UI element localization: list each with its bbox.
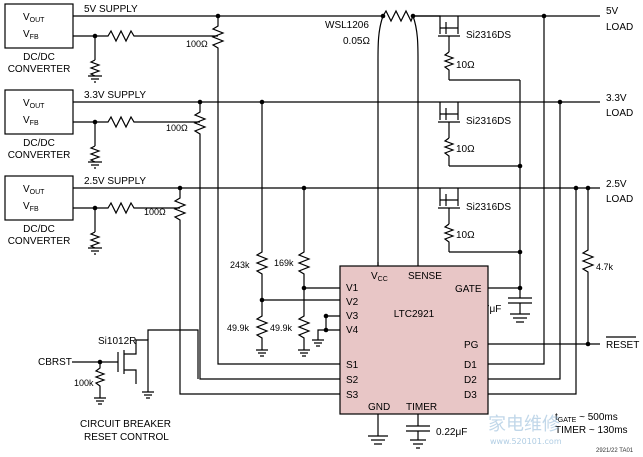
converter-2v5: VOUT VFB DC/DC CONVERTER xyxy=(4,175,74,247)
mosfet-part: Si2316DS xyxy=(466,30,511,41)
wire-s2 xyxy=(199,148,340,380)
divider-r1-label: 243k xyxy=(230,260,250,270)
sense-pin-label: SENSE xyxy=(408,271,442,282)
divider-r3-label: 49.9k xyxy=(227,323,250,333)
ic-name: LTC2921 xyxy=(394,309,435,320)
feedback-3v3: 100Ω xyxy=(73,99,207,169)
timing-timer: TIMER ~ 130ms xyxy=(555,425,628,436)
mosfet-3: Si2316DS 10Ω xyxy=(438,188,520,253)
gate-pin-label: GATE xyxy=(455,284,482,295)
wire-d3 xyxy=(488,188,577,395)
vout-label: VOUT xyxy=(23,184,45,196)
divider-r2-label: 169k xyxy=(274,258,294,268)
reset-label: RESET xyxy=(606,340,639,351)
timing-gate: tGATE ~ 500ms xyxy=(555,412,618,424)
gate-res-label: 10Ω xyxy=(456,144,475,155)
converter-3v3: VOUT VFB DC/DC CONVERTER xyxy=(4,89,74,161)
vfb-label: VFB xyxy=(23,115,39,127)
converter-box xyxy=(4,3,74,49)
v2-pin-label: V2 xyxy=(346,297,359,308)
converter-box xyxy=(4,175,74,221)
load-voltage: 3.3V xyxy=(606,93,627,104)
converter-line2: CONVERTER xyxy=(8,64,71,75)
v1-pin-label: V1 xyxy=(346,283,359,294)
supply-label: 2.5V SUPPLY xyxy=(84,176,146,187)
pg-pin-label: PG xyxy=(464,340,479,351)
wire-s1 xyxy=(217,62,340,365)
load-label: LOAD xyxy=(606,194,633,205)
divider-r4-label: 49.9k xyxy=(270,323,293,333)
converter-line2: CONVERTER xyxy=(8,150,71,161)
ic-body xyxy=(339,265,489,415)
converter-line2: CONVERTER xyxy=(8,236,71,247)
watermark-cn: 家电维修 xyxy=(488,414,560,435)
mosfet-part: Si2316DS xyxy=(466,116,511,127)
rail-3v3: 3.3V SUPPLY xyxy=(73,90,600,103)
pullup-resistor xyxy=(581,188,595,344)
pullup-label: 4.7k xyxy=(596,262,614,272)
s2-pin-label: S2 xyxy=(346,375,359,386)
divider-right xyxy=(297,188,311,350)
timer-cap-label: 0.22μF xyxy=(436,427,467,438)
supply-label: 5V SUPPLY xyxy=(84,4,138,15)
rail-2v5: 2.5V SUPPLY xyxy=(73,176,600,189)
gate-res-label: 10Ω xyxy=(456,230,475,241)
d3-pin-label: D3 xyxy=(464,390,477,401)
watermark-url: www.520101.com xyxy=(490,437,562,446)
breaker-reset: CBRST 100k Si1012R CIRCUIT BREAKER RESET… xyxy=(38,329,199,443)
vout-label: VOUT xyxy=(23,98,45,110)
wire-s3 xyxy=(179,236,340,395)
vfb-label: VFB xyxy=(23,29,39,41)
supply-label: 3.3V SUPPLY xyxy=(84,90,146,101)
d2-pin-label: D2 xyxy=(464,375,477,386)
feedback-2v5: 100Ω xyxy=(73,185,187,255)
vcc-pin-label: VCC xyxy=(371,271,388,283)
vout-label: VOUT xyxy=(23,12,45,24)
feedback-5v: 100Ω xyxy=(73,13,225,83)
mosfet-2: Si2316DS 10Ω xyxy=(438,102,520,167)
load-label: LOAD xyxy=(606,108,633,119)
d1-pin-label: D1 xyxy=(464,360,477,371)
load-voltage: 2.5V xyxy=(606,179,627,190)
breaker-line1: CIRCUIT BREAKER xyxy=(80,419,171,430)
mosfet-1: Si2316DS 10Ω xyxy=(413,15,520,81)
fb-res-label: 100Ω xyxy=(186,39,208,49)
timer-cap xyxy=(406,414,430,449)
sense-value: 0.05Ω xyxy=(343,36,370,47)
vfb-label: VFB xyxy=(23,201,39,213)
figure-id: 2921/22 TA01 xyxy=(596,448,634,454)
converter-line1: DC/DC xyxy=(23,52,55,63)
converter-5v: VOUT VFB DC/DC CONVERTER xyxy=(4,3,74,75)
gnd-pin-label: GND xyxy=(368,402,390,413)
v3-pin-label: V3 xyxy=(346,311,359,322)
converter-box xyxy=(4,89,74,135)
timer-pin-label: TIMER xyxy=(406,402,437,413)
converter-line1: DC/DC xyxy=(23,224,55,235)
ic-ltc2921: LTC2921 VCC SENSE GATE PG D1 D2 D3 V1 V2… xyxy=(339,265,489,415)
load-label: LOAD xyxy=(606,22,633,33)
load-voltage: 5V xyxy=(606,6,619,17)
fb-res-label: 100Ω xyxy=(166,123,188,133)
breaker-line2: RESET CONTROL xyxy=(84,432,169,443)
gate-res-label: 10Ω xyxy=(456,60,475,71)
rail-5v: 5V SUPPLY xyxy=(73,4,600,17)
divider-left xyxy=(255,102,269,350)
breaker-fet-label: Si1012R xyxy=(98,336,136,347)
fb-res-label: 100Ω xyxy=(144,207,166,217)
cbrst-label: CBRST xyxy=(38,357,72,368)
sense-resistor: WSL1206 0.05Ω xyxy=(325,9,419,266)
sense-part: WSL1206 xyxy=(325,20,369,31)
s1-pin-label: S1 xyxy=(346,360,359,371)
v4-pin-label: V4 xyxy=(346,325,359,336)
wire-d1 xyxy=(488,16,545,365)
ic-ground xyxy=(368,414,388,445)
mosfet-part: Si2316DS xyxy=(466,202,511,213)
wire-v3-v4 xyxy=(317,315,340,340)
breaker-res-label: 100k xyxy=(74,378,94,388)
wire-d2 xyxy=(488,102,561,380)
converter-line1: DC/DC xyxy=(23,138,55,149)
s3-pin-label: S3 xyxy=(346,390,359,401)
